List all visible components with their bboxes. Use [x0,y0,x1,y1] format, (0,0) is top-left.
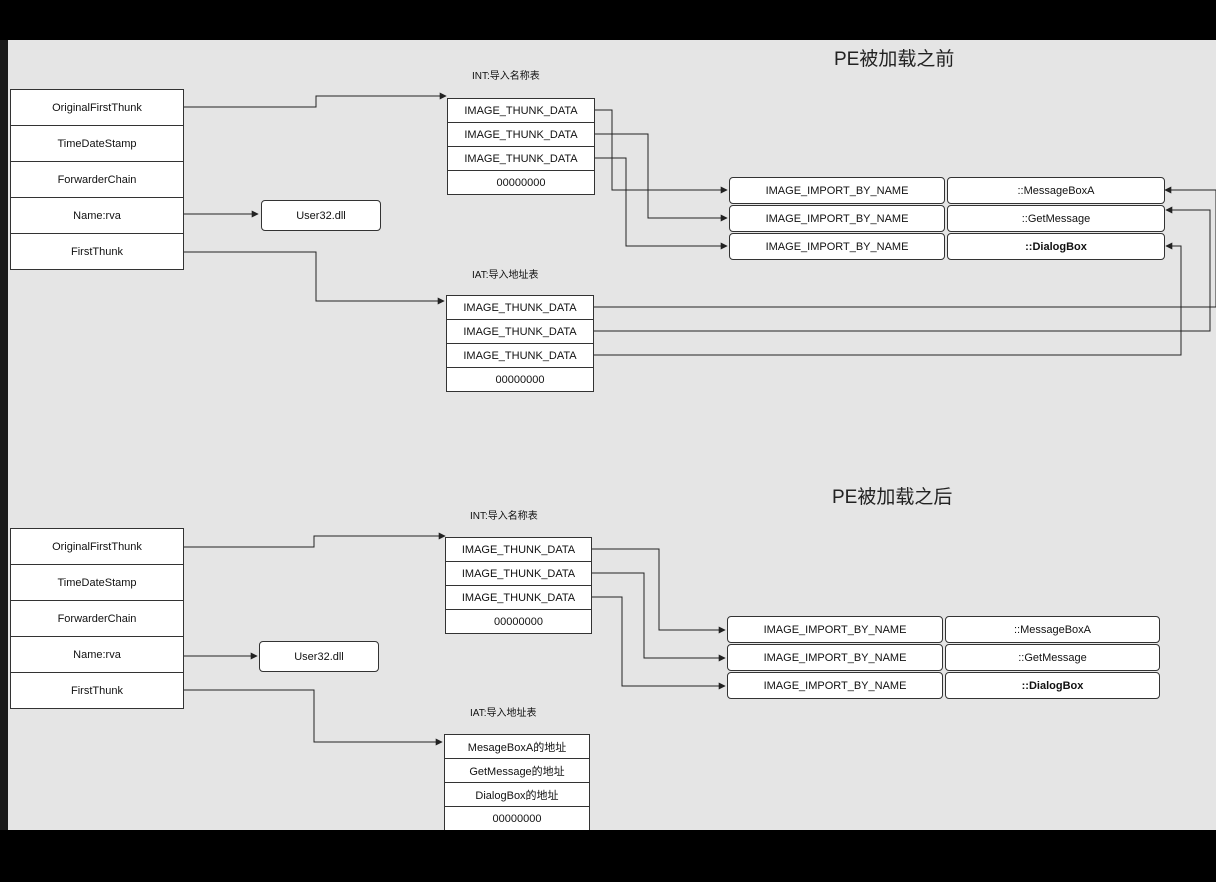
connector-lines [184,92,1216,746]
iat-row-terminator: 00000000 [444,806,590,830]
import-by-name-type: IMAGE_IMPORT_BY_NAME [729,177,945,204]
field-original-first-thunk: OriginalFirstThunk [10,89,184,126]
arrow-iat1-to-import1 [594,186,1216,308]
field-name-rva: Name:rva [10,197,184,234]
arrow-iat2-to-import2 [594,206,1211,332]
arrow-ft-to-iat [184,251,445,305]
field-forwarder-chain: ForwarderChain [10,161,184,198]
import-by-name-type: IMAGE_IMPORT_BY_NAME [727,672,943,699]
iat-row-address: DialogBox的地址 [444,782,590,807]
import-by-name-type: IMAGE_IMPORT_BY_NAME [729,233,945,260]
arrow-int2-to-import2-after [592,572,726,662]
int-row: IMAGE_THUNK_DATA [447,98,595,123]
int-row: IMAGE_THUNK_DATA [447,146,595,171]
int-label: INT:导入名称表 [472,71,540,82]
arrow-int1-to-import1-after [592,548,726,634]
import-func-name: ::MessageBoxA [947,177,1165,204]
arrow-int3-to-import3 [595,157,728,250]
import-by-name-type: IMAGE_IMPORT_BY_NAME [727,644,943,671]
import-func-name: ::GetMessage [945,644,1160,671]
field-original-first-thunk: OriginalFirstThunk [10,528,184,565]
iat-row: IMAGE_THUNK_DATA [446,295,594,320]
import-func-name: ::DialogBox [945,672,1160,699]
arrow-int1-to-import1 [595,109,728,194]
field-first-thunk: FirstThunk [10,233,184,270]
iat-row: IMAGE_THUNK_DATA [446,343,594,368]
arrow-oft-to-int-after [184,532,446,548]
field-first-thunk: FirstThunk [10,672,184,709]
iat-label: IAT:导入地址表 [472,270,539,281]
dll-name-box: User32.dll [261,200,381,231]
field-forwarder-chain: ForwarderChain [10,600,184,637]
iat-row: IMAGE_THUNK_DATA [446,319,594,344]
arrow-oft-to-int [184,92,447,108]
import-func-name: ::GetMessage [947,205,1165,232]
arrow-iat3-to-import3 [594,242,1182,356]
field-time-date-stamp: TimeDateStamp [10,564,184,601]
diagram-canvas: PE被加载之前 OriginalFirstThunk TimeDateStamp… [8,40,1216,830]
arrow-int3-to-import3-after [592,596,726,690]
int-row: IMAGE_THUNK_DATA [445,561,592,586]
left-edge-strip [0,40,8,830]
int-label: INT:导入名称表 [470,511,538,522]
import-by-name-type: IMAGE_IMPORT_BY_NAME [727,616,943,643]
iat-row-address: GetMessage的地址 [444,758,590,783]
int-row: IMAGE_THUNK_DATA [447,122,595,147]
import-by-name-type: IMAGE_IMPORT_BY_NAME [729,205,945,232]
arrow-int2-to-import2 [595,133,728,222]
int-row: IMAGE_THUNK_DATA [445,537,592,562]
field-name-rva: Name:rva [10,636,184,673]
import-func-name: ::DialogBox [947,233,1165,260]
dll-name-box: User32.dll [259,641,379,672]
int-row-terminator: 00000000 [445,609,592,634]
field-time-date-stamp: TimeDateStamp [10,125,184,162]
top-black-bar [0,0,1216,40]
bottom-black-bar [0,830,1216,882]
iat-row-terminator: 00000000 [446,367,594,392]
import-func-name: ::MessageBoxA [945,616,1160,643]
iat-label: IAT:导入地址表 [470,708,537,719]
int-row-terminator: 00000000 [447,170,595,195]
title-before: PE被加载之前 [834,49,955,70]
iat-row-address: MesageBoxA的地址 [444,734,590,759]
arrow-ft-to-iat-after [184,689,443,746]
int-row: IMAGE_THUNK_DATA [445,585,592,610]
title-after: PE被加载之后 [832,487,953,508]
